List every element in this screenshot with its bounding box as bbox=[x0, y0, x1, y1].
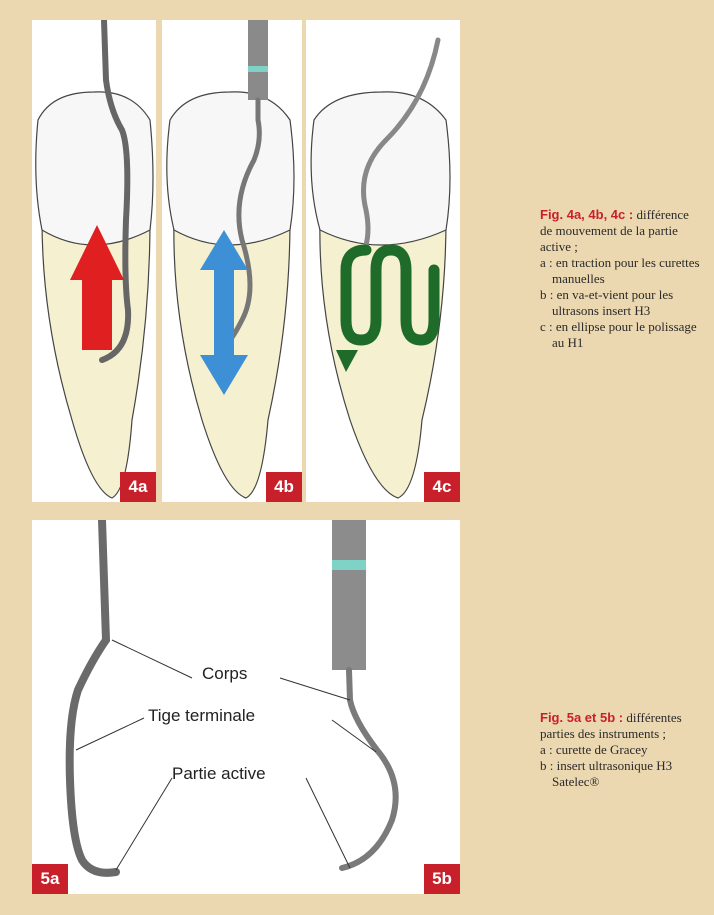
figure-tag-5b: 5b bbox=[424, 864, 460, 894]
tooth-crown bbox=[167, 92, 294, 245]
figure-tag-5a: 5a bbox=[32, 864, 68, 894]
corps-leader-left bbox=[112, 640, 192, 678]
insert-handpiece bbox=[248, 20, 268, 100]
partie-leader-right bbox=[306, 778, 350, 868]
caption-item-b: b : insert ultrasonique H3 Satelec® bbox=[540, 758, 702, 790]
insert-ring bbox=[248, 66, 268, 72]
label-tige-terminale: Tige terminale bbox=[148, 706, 255, 726]
tooth-crown bbox=[36, 92, 153, 245]
figure-4b-panel: 4b bbox=[162, 20, 302, 502]
figure-4a-panel: 4a bbox=[32, 20, 156, 502]
figure-5-caption: Fig. 5a et 5b : différentes parties des … bbox=[540, 710, 702, 790]
tooth-root bbox=[320, 220, 446, 498]
figure-4-caption-intro: Fig. 4a, 4b, 4c : différence de mouvemen… bbox=[540, 207, 702, 255]
figure-5-panel: Corps Tige terminale Partie active 5a 5b bbox=[32, 520, 460, 894]
figure-4-caption-lead: Fig. 4a, 4b, 4c : bbox=[540, 207, 633, 222]
caption-item-a: a : curette de Gracey bbox=[540, 742, 702, 758]
figure-5-caption-intro: Fig. 5a et 5b : différentes parties des … bbox=[540, 710, 702, 742]
partie-leader-left bbox=[116, 778, 172, 870]
ultrasonic-insert-handpiece bbox=[332, 520, 366, 670]
gracey-curette bbox=[70, 520, 116, 873]
tige-leader-left bbox=[76, 718, 144, 750]
caption-item-a: a : en traction pour les curettes manuel… bbox=[540, 255, 702, 287]
figure-4c-panel: 4c bbox=[306, 20, 460, 502]
figure-tag-4b: 4b bbox=[266, 472, 302, 502]
figure-tag-4a: 4a bbox=[120, 472, 156, 502]
caption-item-c: c : en ellipse pour le polissage au H1 bbox=[540, 319, 702, 351]
caption-item-b: b : en va-et-vient pour les ultrasons in… bbox=[540, 287, 702, 319]
figure-4-caption: Fig. 4a, 4b, 4c : différence de mouvemen… bbox=[540, 207, 702, 351]
label-partie-active: Partie active bbox=[172, 764, 266, 784]
tooth-crown bbox=[311, 92, 450, 245]
tooth-with-polishing-insert-illustration bbox=[306, 20, 460, 502]
corps-leader-right bbox=[280, 678, 350, 700]
figure-tag-4c: 4c bbox=[424, 472, 460, 502]
figure-5-caption-lead: Fig. 5a et 5b : bbox=[540, 710, 623, 725]
tooth-with-curette-illustration bbox=[32, 20, 156, 502]
tooth-with-ultrasonic-insert-illustration bbox=[162, 20, 302, 502]
insert-ring bbox=[332, 560, 366, 570]
label-corps: Corps bbox=[202, 664, 247, 684]
